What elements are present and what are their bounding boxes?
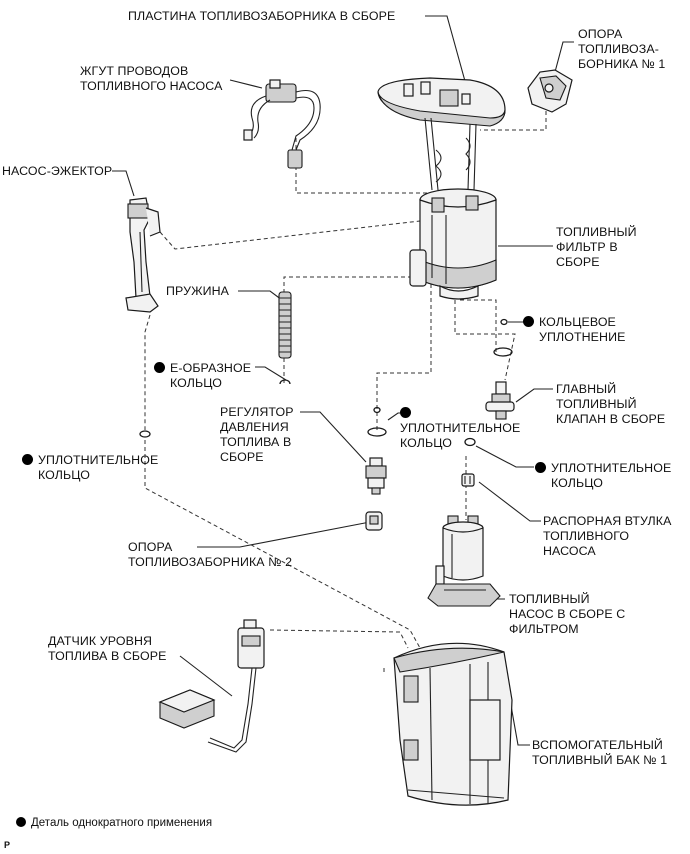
seal-ring-left-part	[139, 430, 151, 438]
label-check-valve: ГЛАВНЫЙ ТОПЛИВНЫЙ КЛАПАН В СБОРЕ	[556, 382, 666, 426]
sub-tank-part	[393, 642, 513, 806]
label-jet-pump: НАСОС-ЭЖЕКТОР	[2, 164, 113, 178]
check-valve-part	[485, 381, 515, 420]
e-ring-part	[279, 379, 291, 385]
label-level-sensor: ДАТЧИК УРОВНЯ ТОПЛИВА В СБОРЕ	[48, 634, 167, 663]
label-support-1: ОПОРА ТОПЛИВОЗА- БОРНИКА № 1	[578, 27, 666, 71]
non-reusable-marker-icon	[22, 454, 33, 465]
label-regulator: РЕГУЛЯТОР ДАВЛЕНИЯ ТОПЛИВА В СБОРЕ	[220, 405, 294, 464]
label-spring: ПРУЖИНА	[166, 284, 230, 298]
leader-lines	[112, 15, 574, 746]
assembly-lines	[144, 90, 547, 675]
label-support-2: ОПОРА ТОПЛИВОЗАБОРНИКА № 2	[128, 540, 293, 569]
support-1-part	[527, 69, 573, 113]
o-ring-large	[493, 347, 513, 357]
label-seal-ring-left-text: УПЛОТНИТЕЛЬНОЕ КОЛЬЦО	[38, 453, 159, 482]
label-harness: ЖГУТ ПРОВОДОВ ТОПЛИВНОГО НАСОСА	[80, 64, 223, 93]
corner-mark: P	[4, 840, 11, 850]
fuel-filter-part	[409, 188, 497, 300]
non-reusable-marker-icon	[16, 817, 26, 827]
support-2-part	[365, 511, 383, 531]
seal-ring-mid-large	[367, 427, 387, 437]
seal-ring-mid-small	[373, 406, 381, 414]
label-sub-tank: ВСПОМОГАТЕЛЬНЫЙ ТОПЛИВНЫЙ БАК № 1	[532, 738, 668, 767]
fuel-pump-part	[427, 515, 501, 607]
non-reusable-marker-icon	[523, 316, 534, 327]
harness-part	[243, 79, 321, 169]
o-ring-small	[500, 318, 508, 326]
non-reusable-marker-icon	[154, 362, 165, 373]
label-o-ring: КОЛЬЦЕВОЕ УПЛОТНЕНИЕ	[523, 315, 625, 345]
label-e-ring: Е-ОБРАЗНОЕ КОЛЬЦО	[154, 361, 251, 391]
label-seal-ring-mid: УПЛОТНИТЕЛЬНОЕ КОЛЬЦО	[400, 406, 520, 451]
label-seal-ring-mid-text: УПЛОТНИТЕЛЬНОЕ КОЛЬЦО	[400, 421, 521, 450]
label-seal-ring-right: УПЛОТНИТЕЛЬНОЕ КОЛЬЦО	[535, 461, 671, 491]
label-o-ring-text: КОЛЬЦЕВОЕ УПЛОТНЕНИЕ	[539, 315, 626, 344]
regulator-part	[365, 457, 387, 495]
suction-plate	[377, 77, 506, 191]
label-filter: ТОПЛИВНЫЙ ФИЛЬТР В СБОРЕ	[556, 225, 637, 269]
label-pump: ТОПЛИВНЫЙ НАСОС В СБОРЕ С ФИЛЬТРОМ	[509, 592, 626, 636]
spring-part	[278, 291, 292, 359]
label-plate: ПЛАСТИНА ТОПЛИВОЗАБОРНИКА В СБОРЕ	[128, 9, 396, 23]
seal-ring-right-part	[464, 437, 476, 447]
legend: Деталь однократного применения	[16, 817, 212, 829]
non-reusable-marker-icon	[400, 407, 411, 418]
spacer-part	[461, 473, 475, 487]
label-seal-ring-right-text: УПЛОТНИТЕЛЬНОЕ КОЛЬЦО	[551, 461, 672, 490]
legend-text: Деталь однократного применения	[31, 817, 213, 829]
label-seal-ring-left: УПЛОТНИТЕЛЬНОЕ КОЛЬЦО	[22, 453, 158, 483]
label-e-ring-text: Е-ОБРАЗНОЕ КОЛЬЦО	[170, 361, 252, 390]
non-reusable-marker-icon	[535, 462, 546, 473]
jet-pump-part	[125, 197, 161, 313]
label-spacer: РАСПОРНАЯ ВТУЛКА ТОПЛИВНОГО НАСОСА	[543, 514, 672, 558]
level-sensor-part	[158, 619, 265, 753]
